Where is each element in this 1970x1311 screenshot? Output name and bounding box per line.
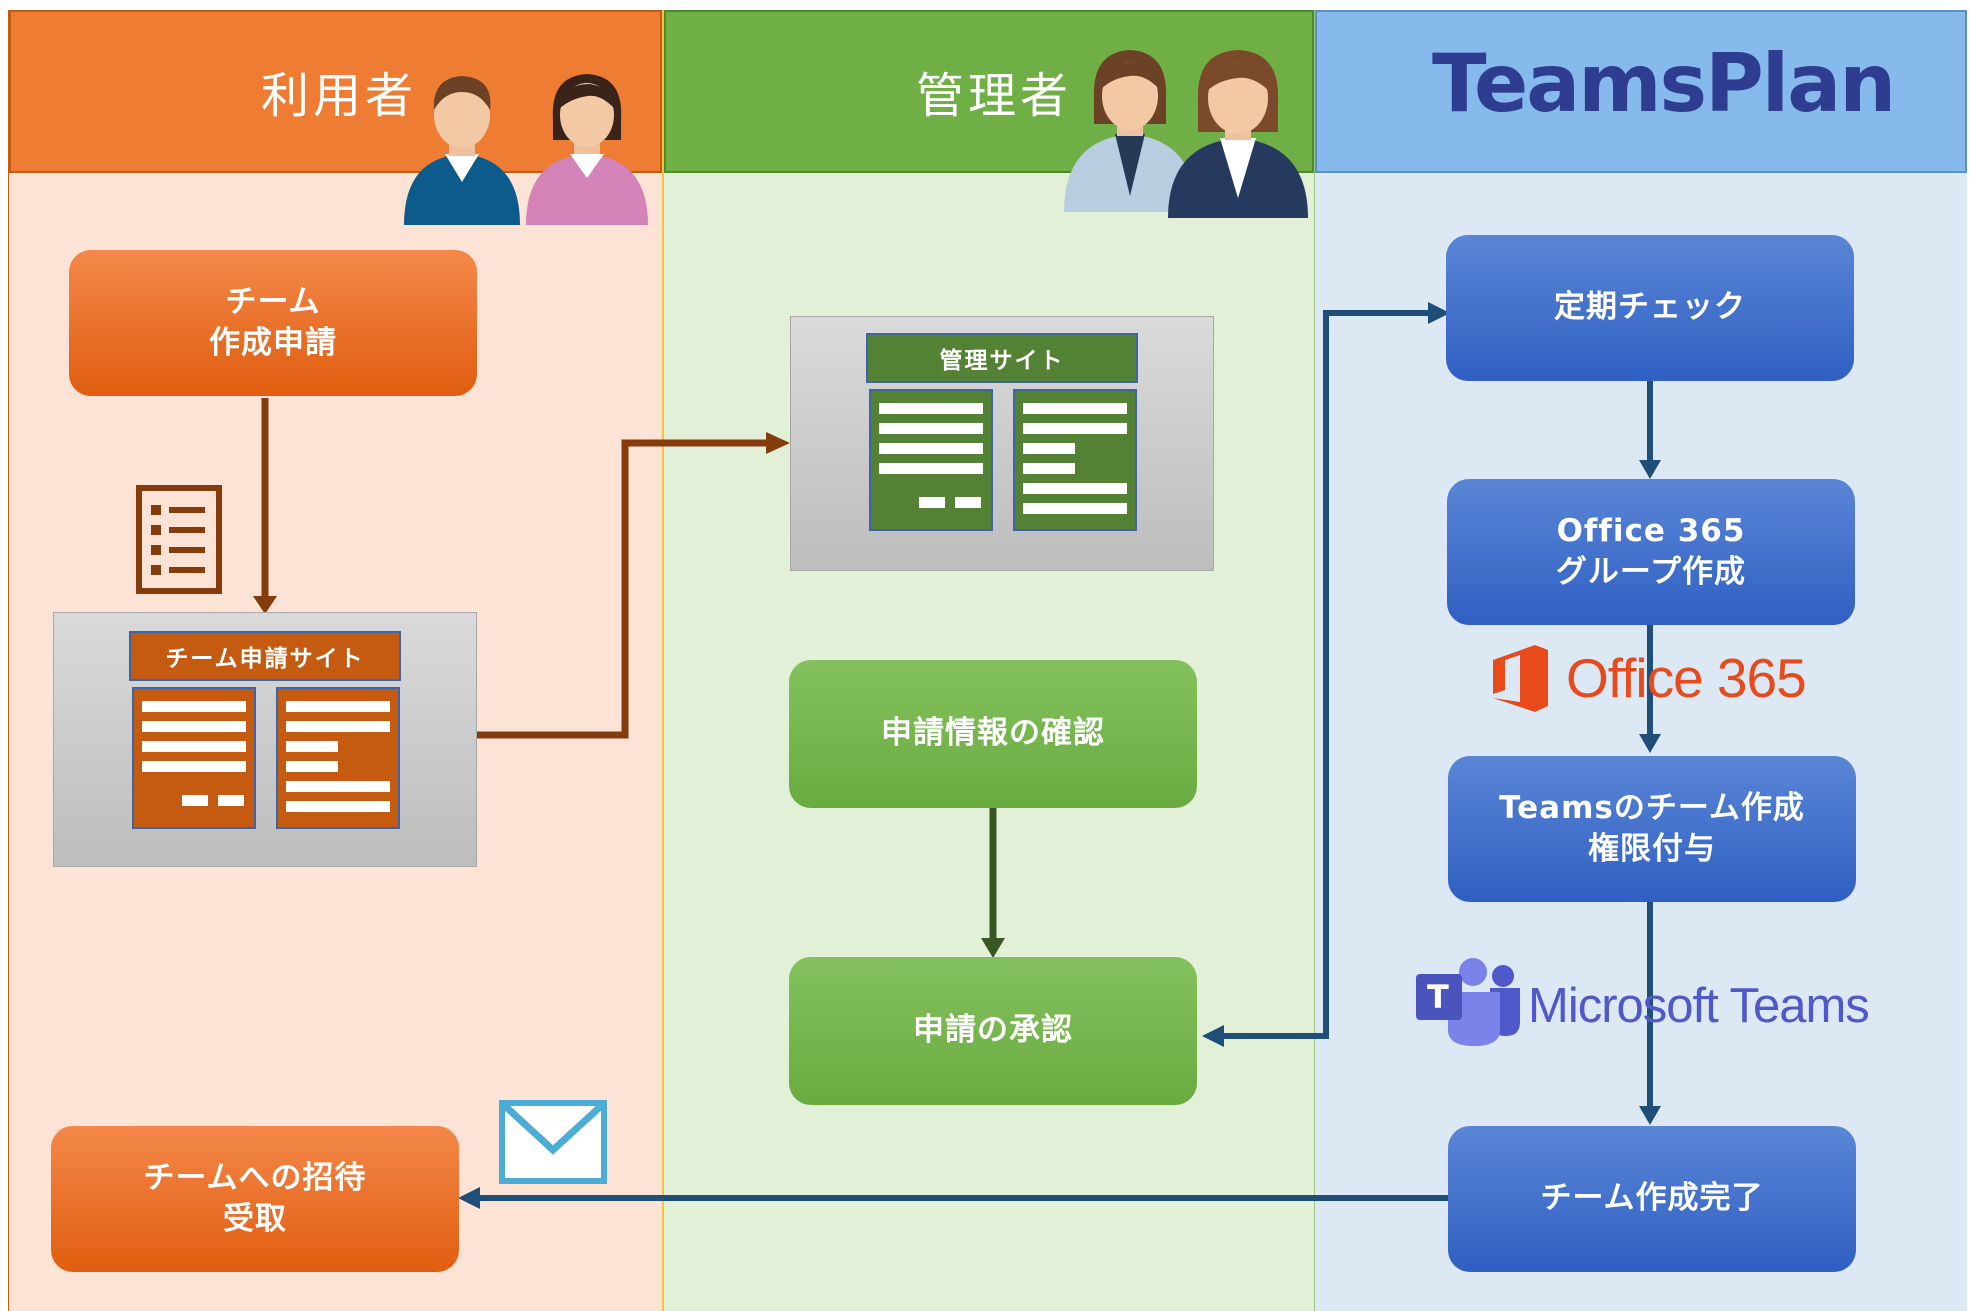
group-create-line1: Office 365 (1556, 512, 1746, 549)
lane-system-header: TeamsPlan (1315, 10, 1967, 173)
arrow-check-to-group (1639, 380, 1661, 479)
team-request-line1: チーム (225, 283, 321, 320)
arrow-group-to-teams (1639, 625, 1661, 753)
teams-create-line2: 権限付与 (1588, 831, 1716, 867)
review-request-box[interactable]: 申請情報の確認 (789, 660, 1197, 808)
approve-request-box[interactable]: 申請の承認 (789, 957, 1197, 1105)
invite-receive-box[interactable]: チームへの招待 受取 (51, 1126, 459, 1272)
arrow-teams-to-done (1639, 900, 1661, 1125)
approve-request-label: 申請の承認 (913, 1012, 1073, 1049)
periodic-check-box[interactable]: 定期チェック (1446, 235, 1854, 381)
arrow-approve-to-check (1202, 302, 1450, 1047)
team-done-box[interactable]: チーム作成完了 (1448, 1126, 1856, 1272)
periodic-check-label: 定期チェック (1554, 289, 1746, 326)
invite-receive-line1: チームへの招待 (143, 1159, 367, 1196)
admin-site-title: 管理サイト (866, 333, 1138, 383)
microsoft-teams-logo-text: Microsoft Teams (1528, 979, 1870, 1033)
teams-icon-letter: T (1427, 978, 1449, 1016)
arrow-review-to-approve (981, 808, 1005, 958)
invite-receive-line2: 受取 (223, 1201, 287, 1237)
review-request-label: 申請情報の確認 (881, 715, 1105, 752)
group-create-box[interactable]: Office 365 グループ作成 (1447, 479, 1855, 625)
arrow-site-to-admin (477, 432, 790, 739)
lane-system: TeamsPlan (1315, 10, 1967, 1311)
team-request-site-title: チーム申請サイト (129, 631, 401, 681)
teams-create-box[interactable]: Teamsのチーム作成 権限付与 (1448, 756, 1856, 902)
team-done-label: チーム作成完了 (1540, 1180, 1764, 1217)
team-request-box[interactable]: チーム 作成申請 (69, 250, 477, 396)
team-request-line2: 作成申請 (209, 325, 337, 361)
arrow-done-to-invite (458, 1187, 1448, 1209)
office365-logo-text: Office 365 (1566, 647, 1807, 709)
request-site-panel-right (276, 687, 400, 829)
lane-user-title: 利用者 (261, 68, 418, 124)
lane-admin-title: 管理者 (916, 68, 1073, 124)
admin-site-panel-left (869, 389, 993, 531)
arrow-request-to-site (253, 398, 277, 614)
admin-site-panel-right (1013, 389, 1137, 531)
admin-site[interactable]: 管理サイト (790, 316, 1214, 571)
teams-create-line1: Teamsのチーム作成 (1499, 789, 1805, 826)
teamsplan-logo: TeamsPlan (1432, 37, 1896, 130)
group-create-line2: グループ作成 (1555, 554, 1747, 590)
request-site-panel-left (132, 687, 256, 829)
team-request-site[interactable]: チーム申請サイト (53, 612, 477, 867)
